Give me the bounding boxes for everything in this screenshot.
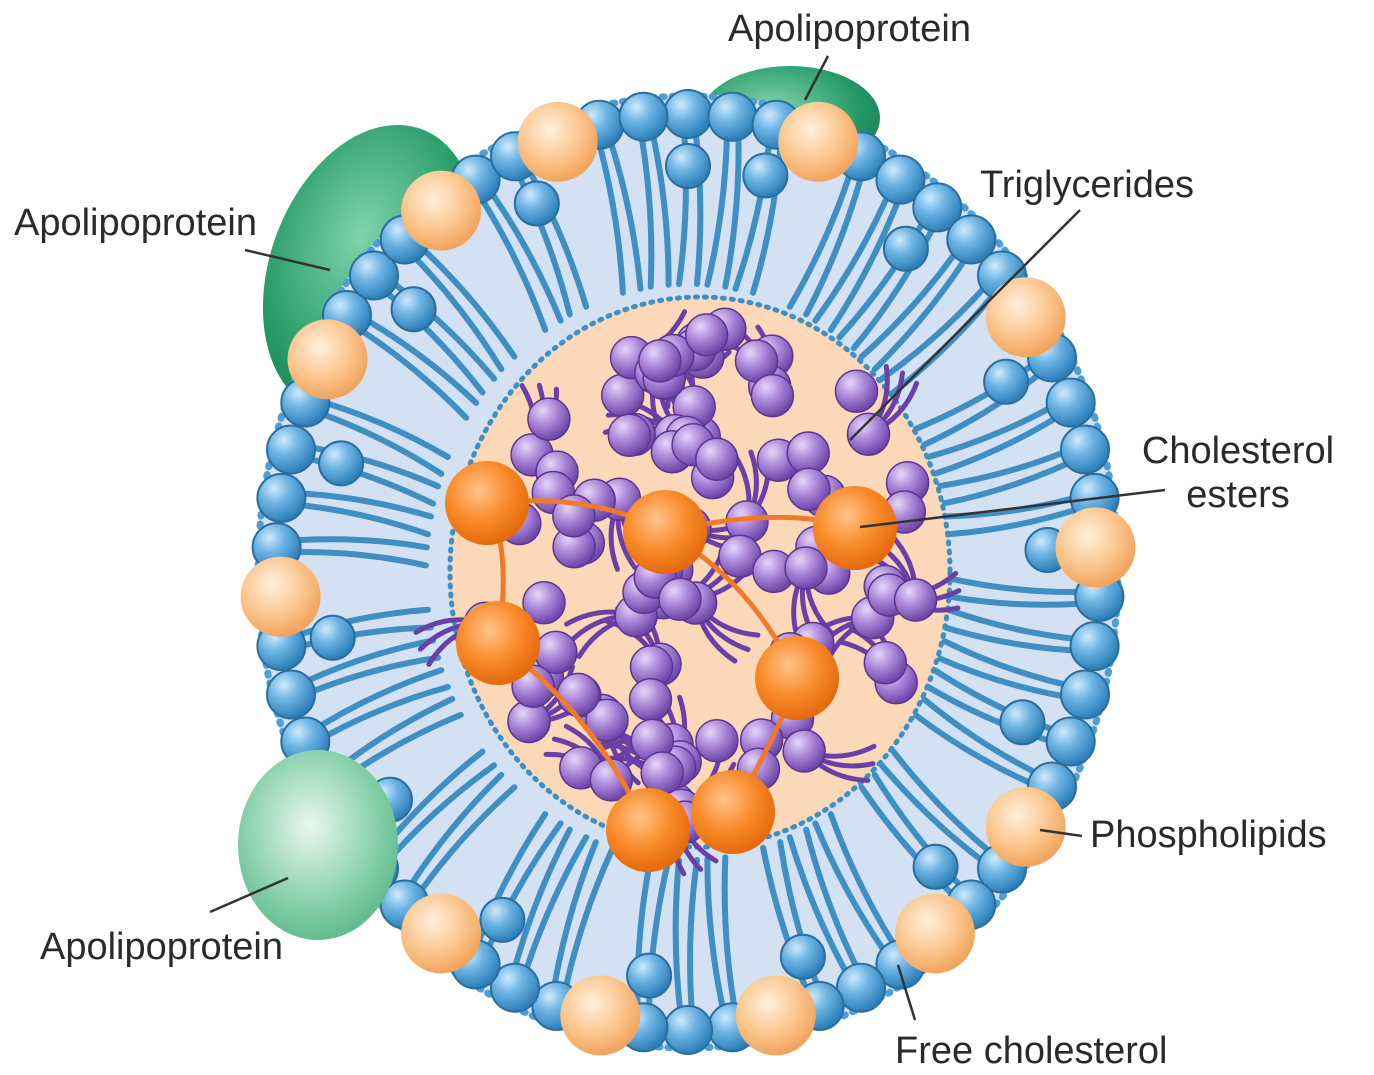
cholesterol-ester xyxy=(691,770,775,854)
phospholipid-head xyxy=(914,845,958,889)
free-cholesterol xyxy=(401,893,481,973)
cholesterol-ester xyxy=(456,601,540,685)
cholesterol-ester xyxy=(623,490,707,574)
cholesterol-ester xyxy=(813,486,897,570)
free-cholesterol xyxy=(986,787,1066,867)
phospholipid-head xyxy=(392,287,436,331)
label-cholesterol-esters-line1: Cholesterol xyxy=(1118,430,1358,474)
free-cholesterol xyxy=(401,171,481,251)
free-cholesterol xyxy=(518,102,598,182)
phospholipid-head xyxy=(480,898,524,942)
triglyceride xyxy=(895,579,937,621)
cholesterol-ester xyxy=(445,461,529,545)
free-cholesterol xyxy=(288,319,368,399)
phospholipid-head xyxy=(664,90,712,138)
free-cholesterol xyxy=(895,893,975,973)
triglyceride xyxy=(864,642,906,684)
phospholipid-head xyxy=(1047,718,1095,766)
phospholipid-head xyxy=(267,426,315,474)
triglyceride xyxy=(783,730,825,772)
label-phospholipids: Phospholipids xyxy=(1090,814,1327,858)
cholesterol-ester xyxy=(755,636,839,720)
phospholipid-head xyxy=(1071,622,1119,670)
triglyceride xyxy=(639,340,681,382)
phospholipid-head xyxy=(620,93,668,141)
free-cholesterol xyxy=(560,975,640,1055)
triglyceride xyxy=(848,413,890,455)
triglyceride xyxy=(528,398,570,440)
free-cholesterol xyxy=(778,102,858,182)
free-cholesterol xyxy=(241,557,321,637)
phospholipid-head xyxy=(515,182,559,226)
phospholipid-head xyxy=(1047,379,1095,427)
label-cholesterol-esters: Cholesterol esters xyxy=(1118,430,1358,517)
triglyceride xyxy=(696,438,738,480)
phospholipid-head xyxy=(1061,426,1109,474)
apolipoprotein-bottom-shape xyxy=(238,750,398,940)
phospholipid-head xyxy=(311,616,355,660)
triglyceride xyxy=(696,720,738,762)
phospholipid-head xyxy=(664,1006,712,1054)
phospholipid-head xyxy=(781,935,825,979)
phospholipid-head xyxy=(1061,671,1109,719)
phospholipid-head xyxy=(884,227,928,271)
phospholipid-head xyxy=(1000,700,1044,744)
label-cholesterol-esters-line2: esters xyxy=(1118,474,1358,518)
phospholipid-head xyxy=(319,441,363,485)
phospholipid-head xyxy=(743,154,787,198)
free-cholesterol xyxy=(986,277,1066,357)
triglyceride xyxy=(751,375,793,417)
phospholipid-head xyxy=(984,360,1028,404)
label-free-cholesterol: Free cholesterol xyxy=(895,1030,1167,1074)
triglyceride xyxy=(836,370,878,412)
triglyceride xyxy=(557,673,599,715)
triglyceride xyxy=(608,414,650,456)
triglyceride xyxy=(630,679,672,721)
phospholipid-head xyxy=(627,954,671,998)
label-apolipoprotein-left: Apolipoprotein xyxy=(14,202,257,246)
phospholipid-head xyxy=(709,93,757,141)
phospholipid-head xyxy=(257,474,305,522)
phospholipid-head xyxy=(666,144,710,188)
free-cholesterol xyxy=(1055,507,1135,587)
triglyceride xyxy=(641,752,683,794)
label-apolipoprotein-bottom: Apolipoprotein xyxy=(40,926,283,970)
free-cholesterol xyxy=(736,975,816,1055)
triglyceride xyxy=(785,547,827,589)
label-apolipoprotein-top: Apolipoprotein xyxy=(728,8,971,52)
triglyceride xyxy=(686,314,728,356)
cholesterol-ester xyxy=(606,788,690,872)
triglyceride xyxy=(659,578,701,620)
label-triglycerides: Triglycerides xyxy=(980,164,1194,208)
phospholipid-head xyxy=(267,671,315,719)
